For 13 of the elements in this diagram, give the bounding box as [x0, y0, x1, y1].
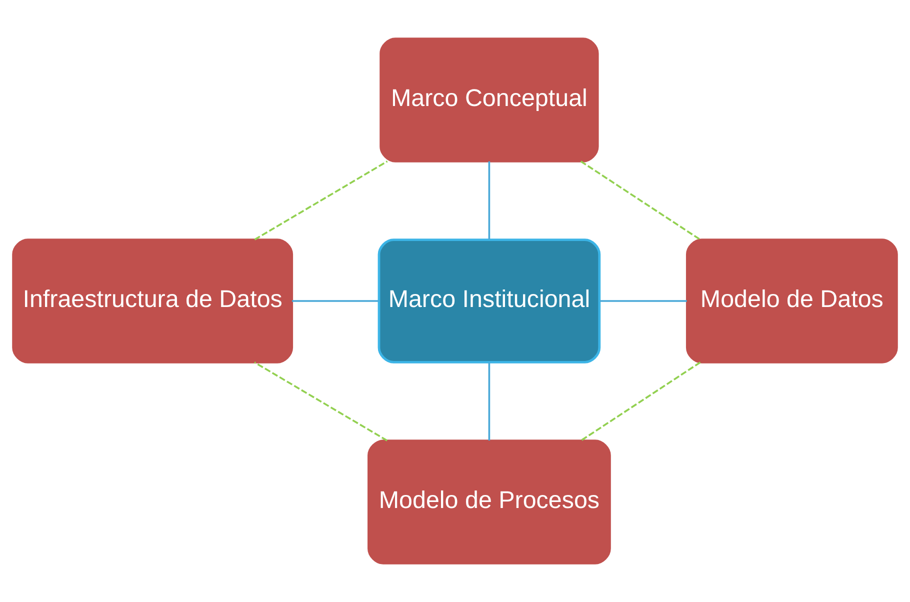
- connector: [292, 300, 379, 302]
- connector: [254, 362, 388, 442]
- node-box: Infraestructura de Datos: [12, 238, 294, 364]
- connector: [580, 160, 701, 240]
- node-box: Modelo de Procesos: [368, 440, 611, 564]
- connector: [254, 160, 388, 240]
- connector: [580, 362, 701, 442]
- connector: [488, 161, 490, 240]
- connector: [488, 362, 490, 441]
- node-box: Modelo de Datos: [686, 238, 898, 364]
- node-box: Marco Institucional: [378, 238, 601, 364]
- node-box: Marco Conceptual: [380, 38, 599, 162]
- connector: [600, 300, 687, 302]
